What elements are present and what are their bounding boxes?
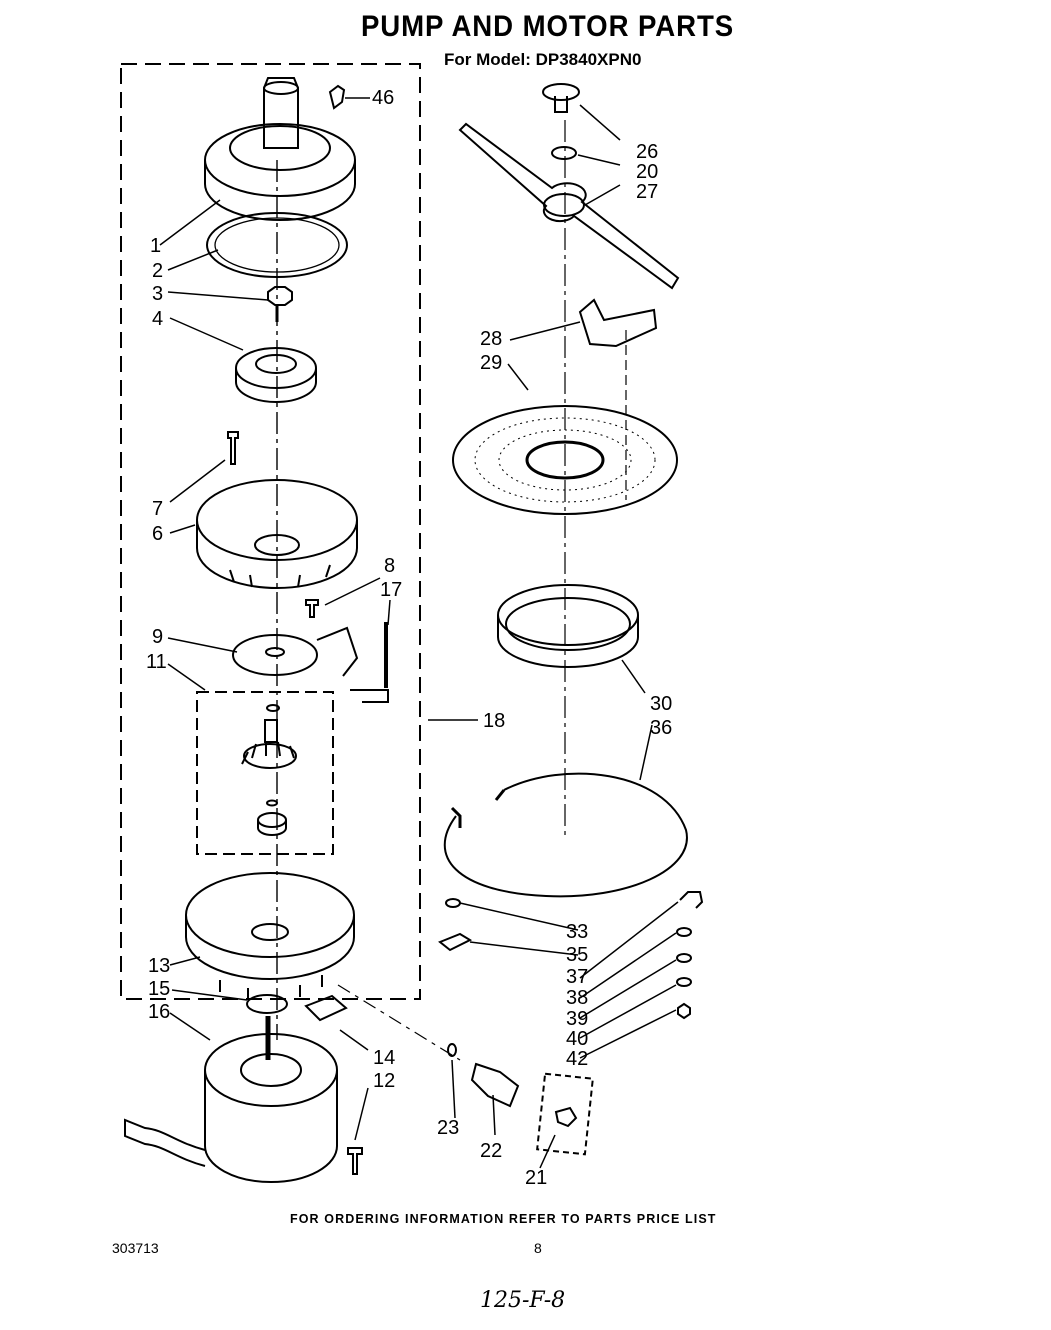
gasket-2-icon: [206, 212, 348, 278]
callout-7: 7: [152, 498, 163, 520]
plate-9-icon: [232, 626, 359, 677]
callout-28: 28: [480, 328, 502, 350]
callout-38: 38: [566, 987, 588, 1009]
washer-15-icon: [246, 994, 288, 1014]
callout-18: 18: [483, 710, 505, 732]
pump-body-6-icon: [196, 479, 358, 589]
callout-20: 20: [636, 161, 658, 183]
sensor-axis-line: [337, 984, 461, 1061]
callout-30: 30: [650, 693, 672, 715]
motor-16-icon: [204, 1016, 338, 1183]
callout-27: 27: [636, 181, 658, 203]
hook-37-icon: [679, 891, 704, 909]
callout-29: 29: [480, 352, 502, 374]
impeller-4-icon: [235, 347, 317, 403]
callout-39: 39: [566, 1008, 588, 1030]
callout-6: 6: [152, 523, 163, 545]
seal-ring-30-icon: [497, 584, 639, 668]
callout-36: 36: [650, 717, 672, 739]
callout-14: 14: [373, 1047, 395, 1069]
callout-42: 42: [566, 1048, 588, 1070]
callout-9: 9: [152, 626, 163, 648]
sensor-mount-boundary: [536, 1072, 594, 1156]
washer-33-icon: [445, 898, 461, 908]
callout-3: 3: [152, 283, 163, 305]
callout-33: 33: [566, 921, 588, 943]
callout-13: 13: [148, 955, 170, 977]
impeller-subassembly-boundary: [196, 691, 334, 855]
callout-17: 17: [380, 579, 402, 601]
washer-39-icon: [676, 953, 692, 963]
brush-14-icon: [304, 994, 348, 1022]
clip-46-icon: [328, 84, 346, 110]
callout-26: 26: [636, 141, 658, 163]
pump-assembly-boundary: [120, 63, 421, 1000]
spray-arm-27-icon: [458, 122, 680, 290]
callout-37: 37: [566, 966, 588, 988]
callout-2: 2: [152, 260, 163, 282]
motor-lead-icon: [124, 1118, 206, 1167]
callout-4: 4: [152, 308, 163, 330]
bracket-35-icon: [438, 932, 473, 952]
screw-12-icon: [347, 1147, 363, 1175]
callout-22: 22: [480, 1140, 502, 1162]
callout-12: 12: [373, 1070, 395, 1092]
callout-46: 46: [372, 87, 394, 109]
clip-21-icon: [554, 1106, 578, 1128]
page-number: 8: [534, 1240, 542, 1256]
model-subtitle: For Model: DP3840XPN0: [444, 50, 642, 69]
cap-26-icon: [542, 83, 580, 113]
washer-38-icon: [676, 927, 692, 937]
nut-3-icon: [267, 286, 293, 306]
callout-23: 23: [437, 1117, 459, 1139]
nut-42-icon: [677, 1002, 691, 1020]
callout-21: 21: [525, 1167, 547, 1189]
callout-11: 11: [146, 651, 167, 673]
ordering-note: FOR ORDERING INFORMATION REFER TO PARTS …: [290, 1212, 717, 1226]
document-number: 303713: [112, 1240, 159, 1256]
washer-40-icon: [676, 977, 692, 987]
tube-17-icon: [350, 622, 389, 703]
washer-20-icon: [551, 146, 577, 160]
callout-40: 40: [566, 1028, 588, 1050]
callout-8: 8: [384, 555, 395, 577]
callout-1: 1: [150, 235, 161, 257]
deflector-28-icon: [578, 298, 658, 348]
callout-16: 16: [148, 1001, 170, 1023]
pump-housing-1-icon: [204, 77, 356, 221]
motor-mount-13-icon: [185, 872, 355, 1000]
callout-35: 35: [566, 944, 588, 966]
heater-36-icon: [443, 772, 688, 898]
impeller-11-icon: [241, 704, 297, 836]
screw-7-icon: [227, 431, 239, 465]
page-title: PUMP AND MOTOR PARTS: [360, 10, 735, 43]
oring-23-icon: [447, 1043, 457, 1057]
callout-15: 15: [148, 978, 170, 1000]
filter-screen-29-icon: [452, 405, 678, 515]
handwritten-note: 125-F-8: [480, 1288, 566, 1313]
sensor-22-icon: [470, 1062, 520, 1108]
screw-8-icon: [305, 599, 319, 618]
